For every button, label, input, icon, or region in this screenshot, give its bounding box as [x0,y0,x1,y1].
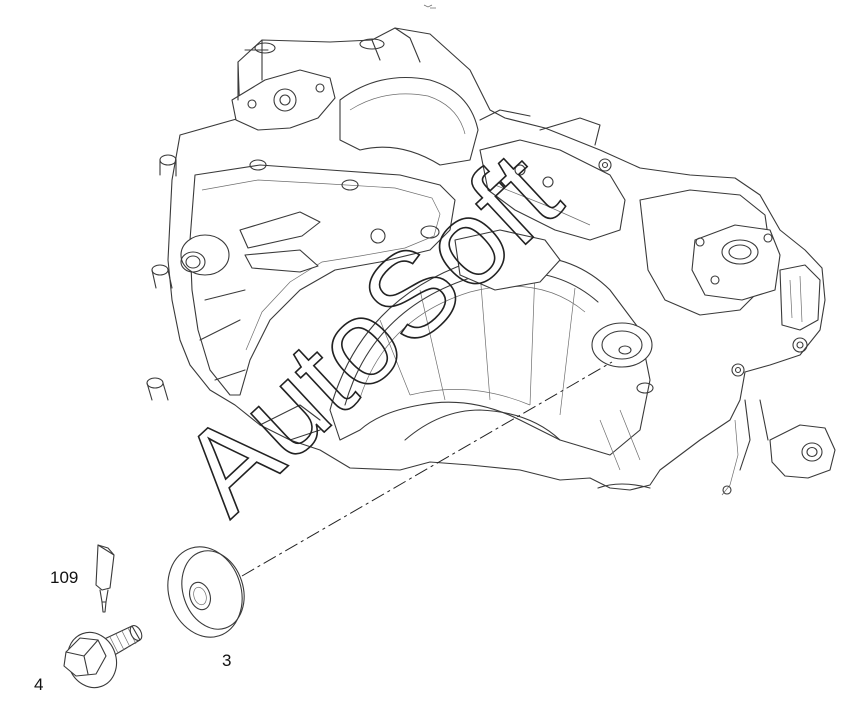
callout-109: 109 [50,568,78,587]
left-studs [146,154,654,401]
flange-bolt-part [63,625,143,689]
callout-4: 4 [34,675,43,694]
top-mark [423,4,436,9]
transmission-housing [146,27,836,496]
sealant-tube-part [95,544,115,613]
assembly-centerline [241,361,613,577]
callout-3: 3 [222,651,231,670]
washer-part [167,546,245,638]
